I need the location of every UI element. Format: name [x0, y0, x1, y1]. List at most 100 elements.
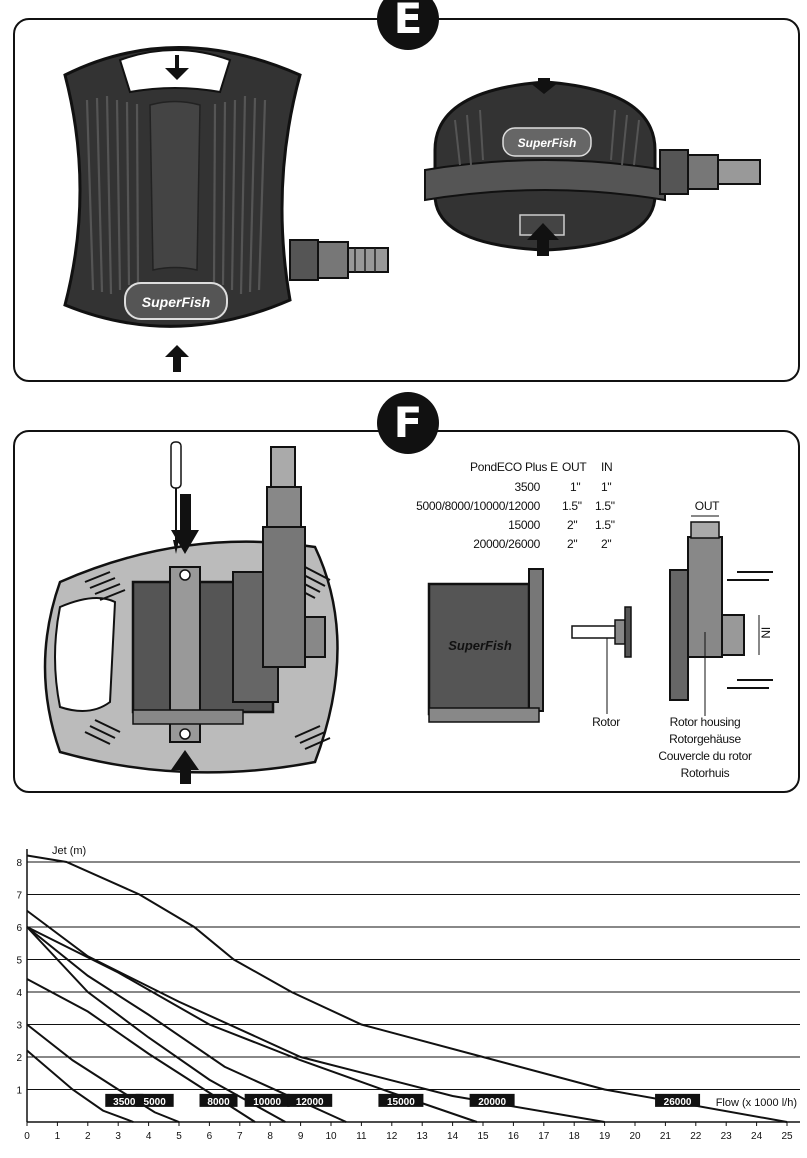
- table-header-in: IN: [601, 460, 613, 474]
- x-tick-label: 25: [781, 1131, 793, 1142]
- x-tick-label: 11: [356, 1131, 367, 1142]
- rotor-housing-part: [669, 515, 773, 716]
- panel-f: SuperFish PondECO Plus E OUT IN 3500 1" …: [13, 430, 800, 793]
- arrow-down-icon: [529, 78, 559, 94]
- y-tick-label: 8: [16, 858, 22, 869]
- y-tick-label: 7: [16, 891, 22, 902]
- brand-logo-right: SuperFish: [518, 136, 577, 150]
- chart-xlabel: Flow (x 1000 l/h): [716, 1097, 797, 1109]
- series-label-box: [244, 1093, 290, 1107]
- table-cell-in: 1.5": [595, 518, 615, 532]
- in-label: IN: [758, 626, 773, 639]
- brand-logo: SuperFish: [448, 638, 512, 653]
- series-line-3500: [26, 1049, 134, 1123]
- x-tick-label: 20: [629, 1131, 641, 1142]
- table-header-model: PondECO Plus E: [470, 460, 558, 474]
- y-tick-label: 5: [16, 956, 22, 967]
- y-tick-label: 3: [16, 1021, 22, 1032]
- y-tick-label: 4: [16, 988, 22, 999]
- table-cell-out: 1.5": [562, 499, 582, 513]
- table-cell-out: 2": [567, 518, 578, 532]
- series-label-12000: 12000: [296, 1097, 324, 1108]
- series-label-10000: 10000: [253, 1097, 281, 1108]
- arrow-up-icon: [171, 750, 199, 784]
- pump-top-view: SuperFish: [63, 46, 389, 372]
- series-label-box: [135, 1093, 174, 1107]
- series-line-10000: [26, 926, 286, 1123]
- series-label-box: [199, 1093, 238, 1107]
- table-cell-model: 20000/26000: [473, 537, 540, 551]
- x-tick-label: 23: [721, 1131, 733, 1142]
- x-tick-label: 6: [207, 1131, 213, 1142]
- section-badge-e: E: [377, 0, 439, 50]
- out-label: OUT: [694, 499, 720, 513]
- panel-f-illustration: SuperFish: [43, 441, 773, 784]
- table-cell-model: 3500: [514, 480, 541, 494]
- x-tick-label: 5: [176, 1131, 182, 1142]
- pump-perspective-view: SuperFish: [424, 78, 761, 256]
- series-label-box: [655, 1093, 701, 1107]
- x-tick-label: 15: [477, 1131, 489, 1142]
- housing-label-de: Rotorgehäuse: [669, 732, 741, 746]
- rotor-part: [571, 606, 632, 714]
- x-tick-label: 21: [660, 1131, 672, 1142]
- series-label-15000: 15000: [387, 1097, 415, 1108]
- x-tick-label: 14: [447, 1131, 459, 1142]
- housing-label-en: Rotor housing: [669, 715, 741, 729]
- table-cell-in: 1.5": [595, 499, 615, 513]
- x-tick-label: 4: [146, 1131, 152, 1142]
- rotor-label: Rotor: [592, 715, 620, 729]
- x-tick-label: 13: [417, 1131, 429, 1142]
- housing-label-nl: Rotorhuis: [680, 766, 730, 780]
- x-tick-label: 1: [55, 1131, 61, 1142]
- table-cell-model: 5000/8000/10000/12000: [416, 499, 540, 513]
- x-tick-label: 10: [325, 1131, 337, 1142]
- table-header-out: OUT: [562, 460, 587, 474]
- table-cell-in: 1": [601, 480, 612, 494]
- y-tick-label: 6: [16, 923, 22, 934]
- arrow-up-icon: [165, 345, 189, 372]
- x-tick-label: 17: [538, 1131, 550, 1142]
- table-cell-out: 1": [570, 480, 581, 494]
- arrow-up-icon: [527, 223, 559, 256]
- housing-label-fr: Couvercle du rotor: [658, 749, 752, 763]
- y-tick-label: 1: [16, 1086, 22, 1097]
- y-tick-label: 2: [16, 1053, 22, 1064]
- x-tick-label: 8: [267, 1131, 273, 1142]
- arrow-down-icon: [171, 494, 199, 554]
- x-tick-label: 22: [690, 1131, 702, 1142]
- x-tick-label: 12: [386, 1131, 398, 1142]
- arrow-down-icon: [165, 55, 189, 80]
- series-label-5000: 5000: [144, 1097, 167, 1108]
- series-label-3500: 3500: [113, 1097, 136, 1108]
- chart-series: [26, 854, 788, 1123]
- brand-logo-left: SuperFish: [142, 294, 210, 310]
- series-line-12000: [26, 926, 347, 1123]
- chart-grid: [27, 861, 800, 1090]
- section-badge-f: F: [377, 392, 439, 454]
- chart-series-labels: 3500 5000 8000 10000 12000 15000 20000 26000: [105, 1093, 701, 1108]
- series-label-box: [469, 1093, 515, 1107]
- x-tick-label: 2: [85, 1131, 91, 1142]
- x-tick-label: 3: [115, 1131, 121, 1142]
- series-label-26000: 26000: [664, 1097, 692, 1108]
- x-tick-label: 7: [237, 1131, 243, 1142]
- panel-e-illustration: SuperFish SuperFish: [63, 46, 761, 372]
- table-cell-model: 15000: [508, 518, 540, 532]
- series-label-box: [105, 1093, 144, 1107]
- series-line-20000: [26, 909, 605, 1123]
- series-label-8000: 8000: [207, 1097, 230, 1108]
- motor-block: [427, 582, 531, 716]
- panel-e: SuperFish SuperFish: [13, 18, 800, 382]
- x-tick-label: 9: [298, 1131, 304, 1142]
- x-tick-label: 0: [24, 1131, 30, 1142]
- screw-icon: [727, 571, 773, 689]
- x-tick-label: 24: [751, 1131, 763, 1142]
- series-line-26000: [26, 854, 788, 1123]
- series-label-20000: 20000: [478, 1097, 506, 1108]
- x-tick-label: 19: [599, 1131, 611, 1142]
- series-line-5000: [26, 1023, 180, 1123]
- table-cell-out: 2": [567, 537, 578, 551]
